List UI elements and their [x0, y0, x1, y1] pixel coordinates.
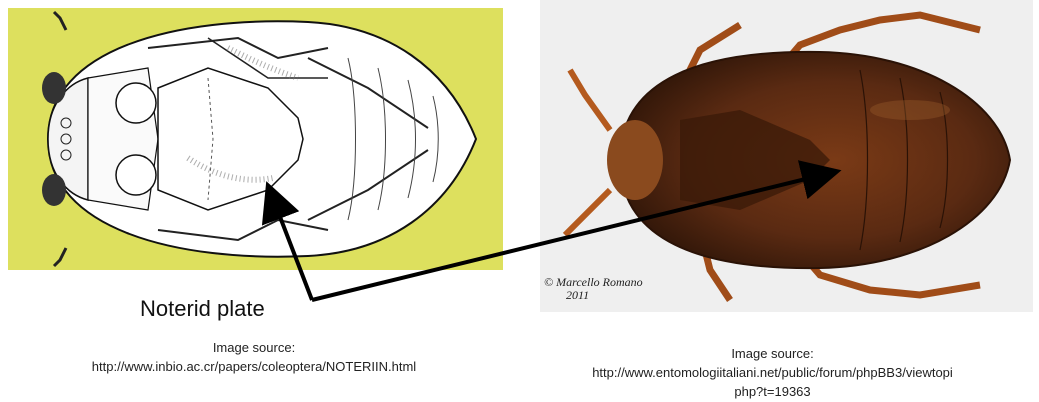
noterid-plate-label: Noterid plate: [140, 296, 330, 322]
eye-top: [42, 72, 66, 104]
beetle-drawing-panel: [8, 8, 503, 270]
beetle-photograph: [540, 0, 1033, 312]
right-image-caption: Image source: http://www.entomologiitali…: [506, 344, 1039, 401]
beetle-line-drawing: [8, 8, 503, 270]
eye-bottom: [42, 174, 66, 206]
watermark-author: © Marcello Romano: [544, 275, 643, 289]
right-caption-url-line1: http://www.entomologiitaliani.net/public…: [506, 363, 1039, 382]
photo-watermark: © Marcello Romano 2011: [544, 276, 664, 302]
left-caption-url: http://www.inbio.ac.cr/papers/coleoptera…: [0, 357, 508, 376]
beetle-photo-panel: [540, 0, 1033, 312]
left-caption-title: Image source:: [0, 338, 508, 357]
right-caption-url-line2: php?t=19363: [506, 382, 1039, 401]
left-image-caption: Image source: http://www.inbio.ac.cr/pap…: [0, 338, 508, 376]
watermark-year: 2011: [544, 289, 664, 302]
right-caption-title: Image source:: [506, 344, 1039, 363]
